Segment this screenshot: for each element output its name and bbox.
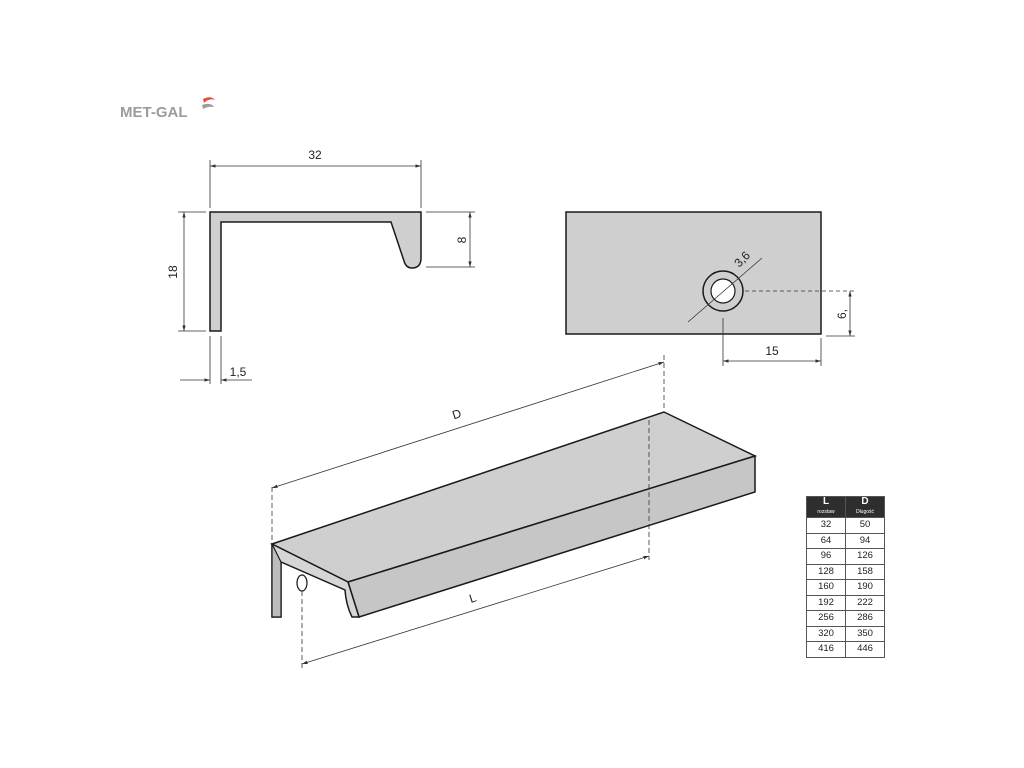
cell-length: 446 xyxy=(845,641,885,658)
table-header-row: L rozstaw D Długość xyxy=(806,496,885,518)
isometric-view: D L xyxy=(270,355,758,668)
cell-spacing: 64 xyxy=(806,532,846,549)
header-length: D Długość xyxy=(845,496,885,518)
cell-spacing: 192 xyxy=(806,594,846,611)
dim-total-length-label: D xyxy=(450,406,463,422)
cell-length: 126 xyxy=(845,548,885,565)
mounting-hole-icon xyxy=(687,257,763,323)
cell-spacing: 160 xyxy=(806,579,846,596)
header-spacing: L rozstaw xyxy=(806,496,846,518)
dim-lip-label: 8 xyxy=(455,236,469,243)
brand-name: MET-GAL xyxy=(120,104,188,121)
cell-spacing: 96 xyxy=(806,548,846,565)
cell-length: 190 xyxy=(845,579,885,596)
swirl-icon xyxy=(202,97,215,109)
dim-width-label: 32 xyxy=(308,148,322,162)
dim-height-label: 18 xyxy=(166,265,180,279)
front-view: 3,6 6, 15 xyxy=(565,211,855,366)
cell-length: 50 xyxy=(845,517,885,534)
brand-logo: MET-GAL xyxy=(120,97,215,121)
cell-length: 222 xyxy=(845,594,885,611)
dim-spacing-label: L xyxy=(467,590,478,605)
dim-thickness-label: 1,5 xyxy=(230,365,247,379)
dim-hole-height-label: 6, xyxy=(835,309,849,319)
cell-length: 158 xyxy=(845,563,885,580)
cell-spacing: 128 xyxy=(806,563,846,580)
dim-hole-edge-label: 15 xyxy=(765,344,779,358)
cell-length: 350 xyxy=(845,625,885,642)
cell-spacing: 320 xyxy=(806,625,846,642)
profile-cross-section: 32 18 8 1,5 xyxy=(166,148,475,384)
cell-length: 286 xyxy=(845,610,885,627)
cell-spacing: 32 xyxy=(806,517,846,534)
cell-length: 94 xyxy=(845,532,885,549)
cell-spacing: 416 xyxy=(806,641,846,658)
iso-hole-icon xyxy=(296,574,308,592)
cell-spacing: 256 xyxy=(806,610,846,627)
